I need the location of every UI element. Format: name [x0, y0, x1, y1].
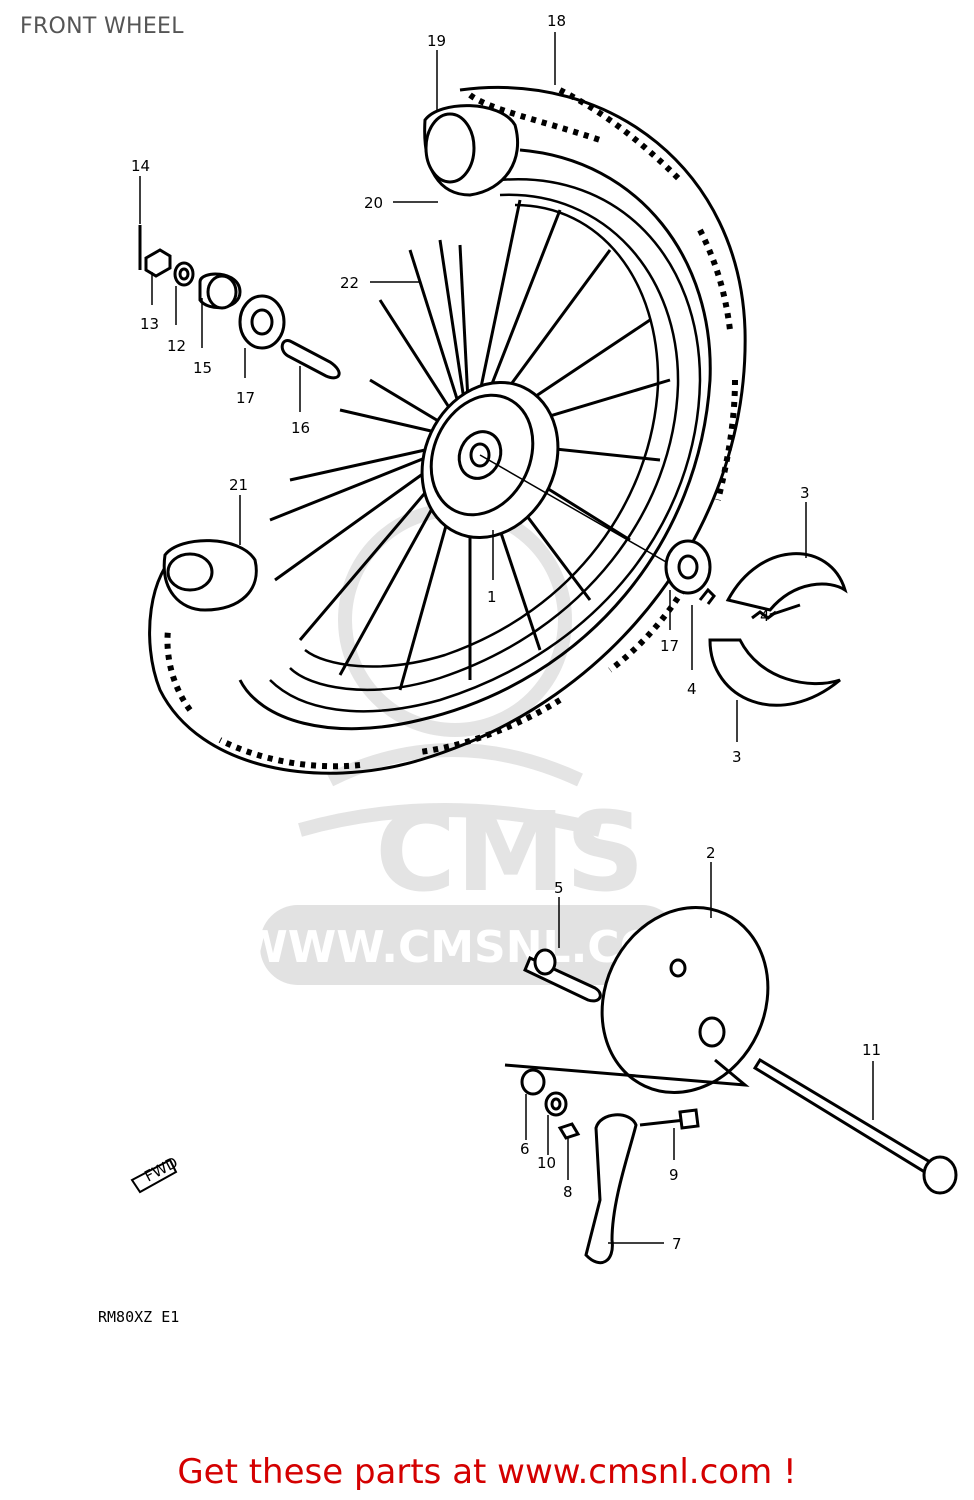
lever-parts	[520, 1068, 700, 1265]
callout-7: 7	[672, 1235, 682, 1253]
rim-band	[162, 539, 258, 612]
spacer-tube	[280, 339, 341, 380]
callout-6: 6	[520, 1140, 530, 1158]
callout-20: 20	[364, 194, 383, 212]
rim	[269, 177, 702, 713]
axle	[752, 1057, 958, 1195]
axle-line	[479, 454, 681, 571]
callout-3-top: 3	[800, 484, 810, 502]
callout-5: 5	[554, 879, 564, 897]
callout-2: 2	[706, 844, 716, 862]
brake-shoes	[698, 552, 848, 707]
fwd-arrow: FWD	[130, 1153, 181, 1194]
callout-16: 16	[291, 419, 310, 437]
tire	[148, 85, 747, 775]
brake-cam	[523, 948, 602, 1003]
watermark-mascot	[298, 503, 602, 837]
bearing-right	[664, 539, 712, 595]
bolt-9	[639, 1118, 686, 1127]
seal	[520, 1068, 546, 1096]
callout-1: 1	[487, 588, 497, 606]
callout-4-inner: 4	[760, 607, 770, 625]
watermark-banner	[260, 905, 680, 985]
callout-11: 11	[862, 1041, 881, 1059]
callout-8: 8	[563, 1183, 573, 1201]
brake-panel	[504, 906, 770, 1094]
leader-lines	[139, 32, 874, 1244]
callout-14: 14	[131, 157, 150, 175]
left-hub-parts	[138, 225, 341, 380]
model-code: RM80XZ E1	[98, 1308, 179, 1326]
callout-17-right: 17	[660, 637, 679, 655]
page-title: FRONT WHEEL	[20, 14, 184, 39]
brake-lever	[584, 1113, 638, 1265]
callout-17-left: 17	[236, 389, 255, 407]
callout-19: 19	[427, 32, 446, 50]
callout-4: 4	[687, 680, 697, 698]
callout-labels: 1 2 3 3 4 4 5 6 7 8 9 10 11 12 13 14 15 …	[131, 12, 881, 1253]
callout-22: 22	[340, 274, 359, 292]
callout-21: 21	[229, 476, 248, 494]
watermark-logo: CMS	[375, 788, 644, 916]
inner-tube	[423, 104, 520, 197]
callout-9: 9	[669, 1166, 679, 1184]
callout-15: 15	[193, 359, 212, 377]
nut-8	[557, 1122, 581, 1140]
spring-left	[698, 587, 716, 605]
callout-13: 13	[140, 315, 159, 333]
footer-link[interactable]: Get these parts at www.cmsnl.com !	[177, 1452, 797, 1492]
callout-12: 12	[167, 337, 186, 355]
callout-18: 18	[547, 12, 566, 30]
callout-10: 10	[537, 1154, 556, 1172]
callout-3-bottom: 3	[732, 748, 742, 766]
axle-nut	[144, 248, 172, 278]
